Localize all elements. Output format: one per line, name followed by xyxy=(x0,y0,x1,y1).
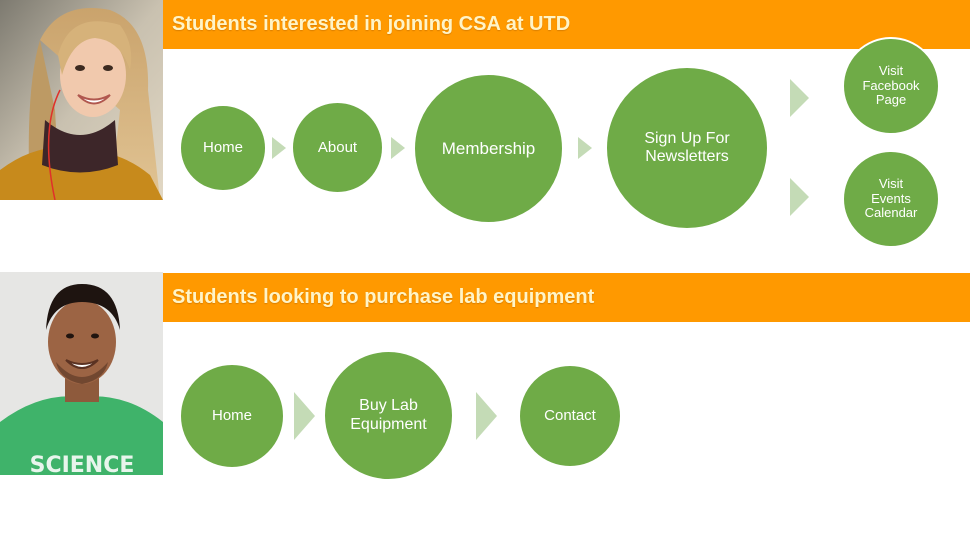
node-home[interactable]: Home xyxy=(179,363,285,469)
arrow-right-icon xyxy=(294,392,315,440)
section-banner-lab-equipment: Students looking to purchase lab equipme… xyxy=(163,273,970,322)
student-photo-woman xyxy=(0,0,163,200)
banner-title: Students interested in joining CSA at UT… xyxy=(172,13,571,35)
node-visit-events-calendar[interactable]: Visit Events Calendar xyxy=(842,150,940,248)
arrow-right-icon xyxy=(578,137,592,159)
banner-title: Students looking to purchase lab equipme… xyxy=(172,286,595,308)
node-home[interactable]: Home xyxy=(179,104,267,192)
node-membership[interactable]: Membership xyxy=(413,73,564,224)
node-buy-lab-equipment[interactable]: Buy Lab Equipment xyxy=(323,350,454,481)
shirt-lettering: SCIENCE xyxy=(30,453,135,475)
node-about[interactable]: About xyxy=(291,101,384,194)
arrow-right-icon xyxy=(790,79,809,117)
arrow-right-icon xyxy=(391,137,405,159)
arrow-right-icon xyxy=(790,178,809,216)
student-photo-man: SCIENCE xyxy=(0,272,163,475)
arrow-right-icon xyxy=(476,392,497,440)
node-sign-up-newsletters[interactable]: Sign Up For Newsletters xyxy=(605,66,769,230)
arrow-right-icon xyxy=(272,137,286,159)
node-visit-facebook[interactable]: Visit Facebook Page xyxy=(842,37,940,135)
node-contact[interactable]: Contact xyxy=(518,364,622,468)
section-banner-join-csa: Students interested in joining CSA at UT… xyxy=(163,0,970,49)
